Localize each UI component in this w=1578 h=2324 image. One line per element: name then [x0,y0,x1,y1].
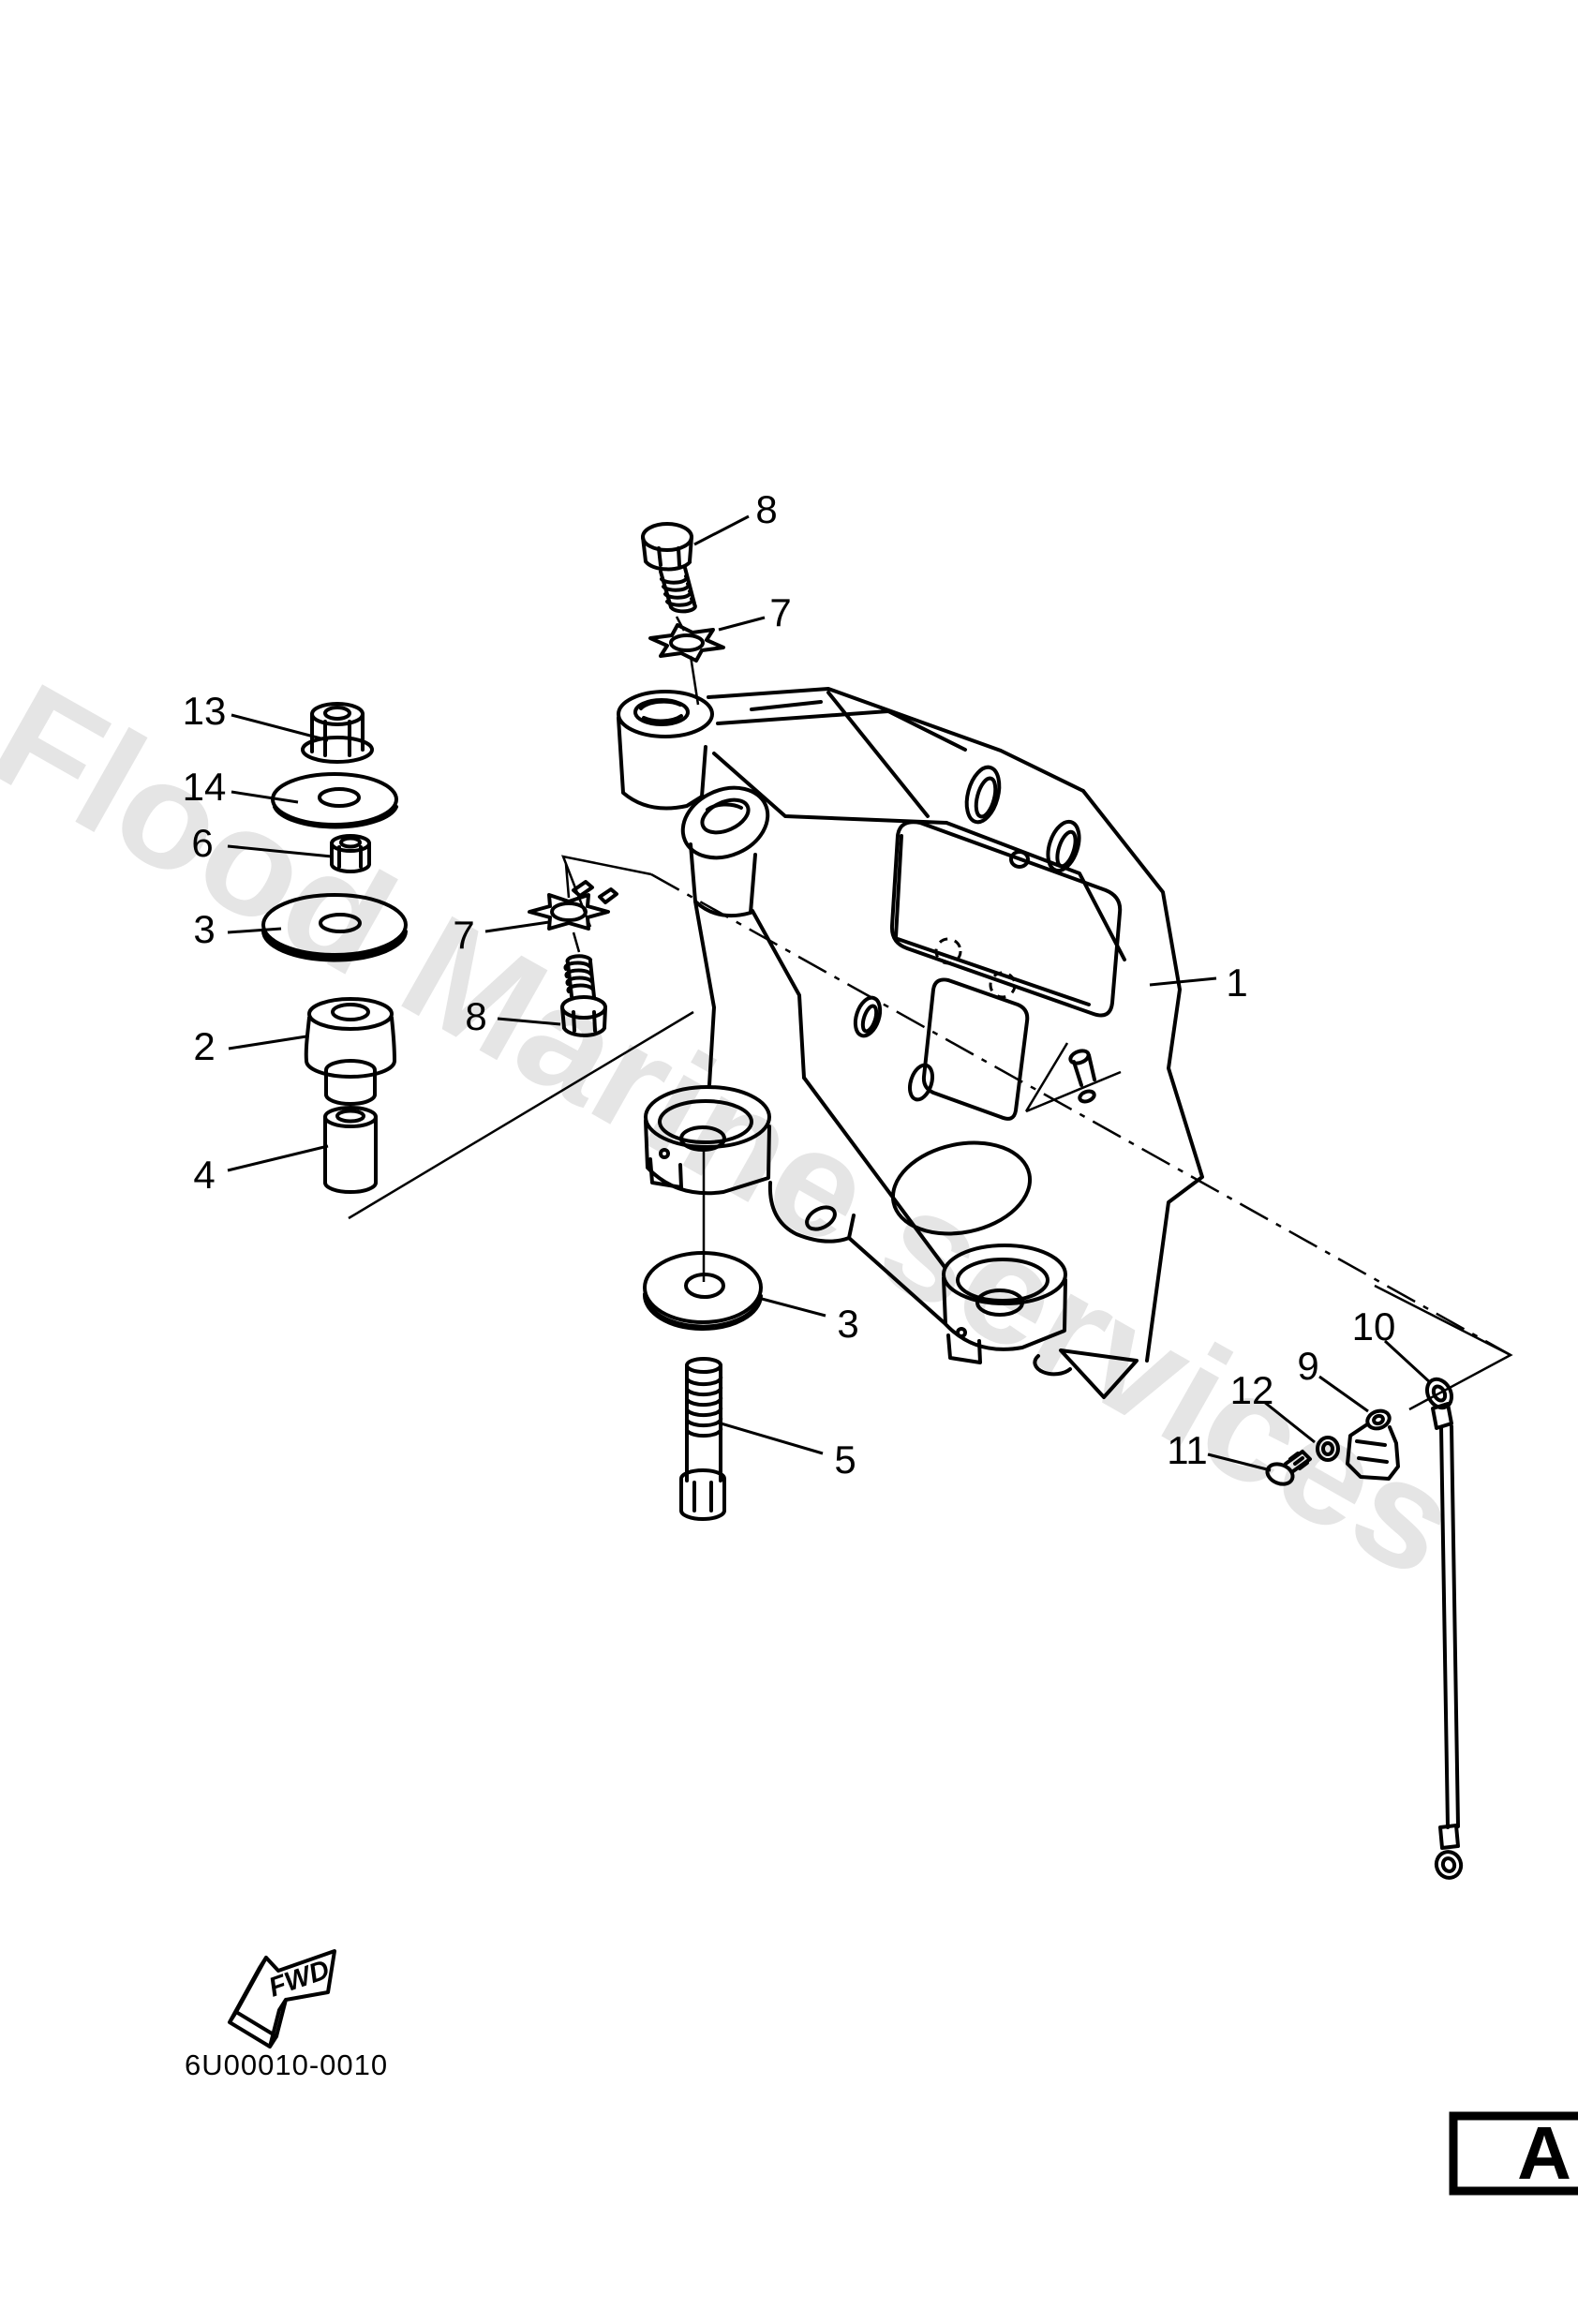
callout-leader-7 [484,920,550,933]
fwd-arrow: FWD [228,1949,336,2048]
callout-8: 8 [465,994,486,1038]
callout-7: 7 [769,590,791,634]
bolt-8-left [560,954,607,1037]
callout-14: 14 [183,765,227,809]
callout-8: 8 [755,487,777,531]
callout-leader-3 [761,1297,826,1318]
callout-leader-3 [227,927,282,934]
callout-leader-5 [717,1421,824,1455]
star-washer-7-top [648,623,725,663]
collar-4 [323,1106,378,1194]
washer-3-upper [261,893,408,962]
nut-6 [330,834,371,873]
callout-leader-1 [1149,976,1217,987]
callout-3: 3 [837,1302,858,1346]
ground-lead-10 [1425,1377,1464,1880]
washer-3-lower [642,1251,763,1331]
swivel-bracket-1 [617,687,1204,1399]
bolt-8-top [641,522,697,614]
callout-13: 13 [183,689,227,733]
callout-4: 4 [193,1153,215,1197]
assembly-axis-line-left [348,1010,694,1220]
callout-9: 9 [1297,1344,1318,1388]
callout-6: 6 [191,821,213,865]
callout-1: 1 [1226,961,1247,1005]
callout-leader-9 [1318,1375,1369,1413]
sheet-label: A [1517,2111,1571,2195]
star-7-left-axis-up [564,863,571,899]
damper-2 [304,997,396,1106]
callout-3: 3 [193,907,215,951]
callout-leader-7 [718,616,766,632]
callout-leader-4 [227,1144,329,1172]
callout-leader-2 [228,1035,307,1050]
clamp-9 [1346,1408,1400,1481]
washer-12 [1316,1436,1340,1462]
callout-leader-6 [227,844,333,858]
callout-leader-14 [231,790,299,804]
callout-leader-10 [1383,1339,1433,1385]
callout-10: 10 [1352,1304,1396,1348]
star-washer-7-left [528,880,618,931]
star-7-left-axis-down [572,931,581,953]
callout-7: 7 [453,913,474,957]
callout-5: 5 [834,1438,856,1482]
callout-leader-12 [1263,1400,1316,1444]
callout-leader-11 [1207,1452,1272,1472]
bolt-5 [679,1357,726,1521]
flag-left [561,855,652,928]
callout-12: 12 [1230,1368,1274,1412]
callout-leader-13 [231,713,329,742]
dash-dot-axis [650,872,1511,1357]
callout-2: 2 [193,1024,215,1068]
callout-11: 11 [1167,1428,1208,1472]
locknut-13 [301,702,374,764]
callout-leader-8 [497,1017,561,1026]
drawing-code: 6U00010-0010 [185,2048,388,2081]
sheet-label-box: A [1449,2111,1578,2196]
callout-leader-8 [693,514,750,546]
